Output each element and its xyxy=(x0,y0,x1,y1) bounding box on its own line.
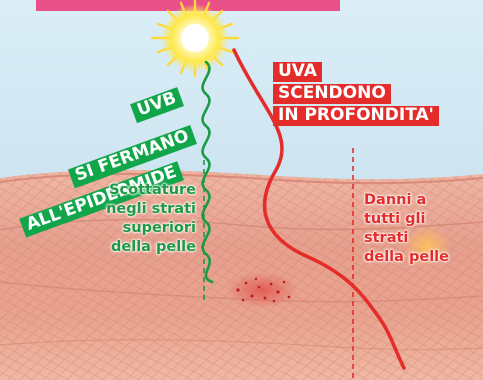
uvb-effect: Scottature negli strati superiori della … xyxy=(84,181,196,257)
uvb-effect-line: della pelle xyxy=(84,238,196,257)
uva-effect-line: della pelle xyxy=(364,248,474,267)
uva-title: UVA xyxy=(273,62,322,82)
uva-line2: IN PROFONDITA' xyxy=(273,106,439,126)
uvb-effect-line: negli strati xyxy=(84,200,196,219)
uvb-effect-line: superiori xyxy=(84,219,196,238)
uva-line1: SCENDONO xyxy=(273,84,391,104)
uva-effect-line: strati xyxy=(364,229,474,248)
uva-effect-line: tutti gli xyxy=(364,210,474,229)
uva-effect: Danni a tutti gli strati della pelle xyxy=(364,191,474,267)
uvb-effect-line: Scottature xyxy=(84,181,196,200)
uva-effect-line: Danni a xyxy=(364,191,474,210)
